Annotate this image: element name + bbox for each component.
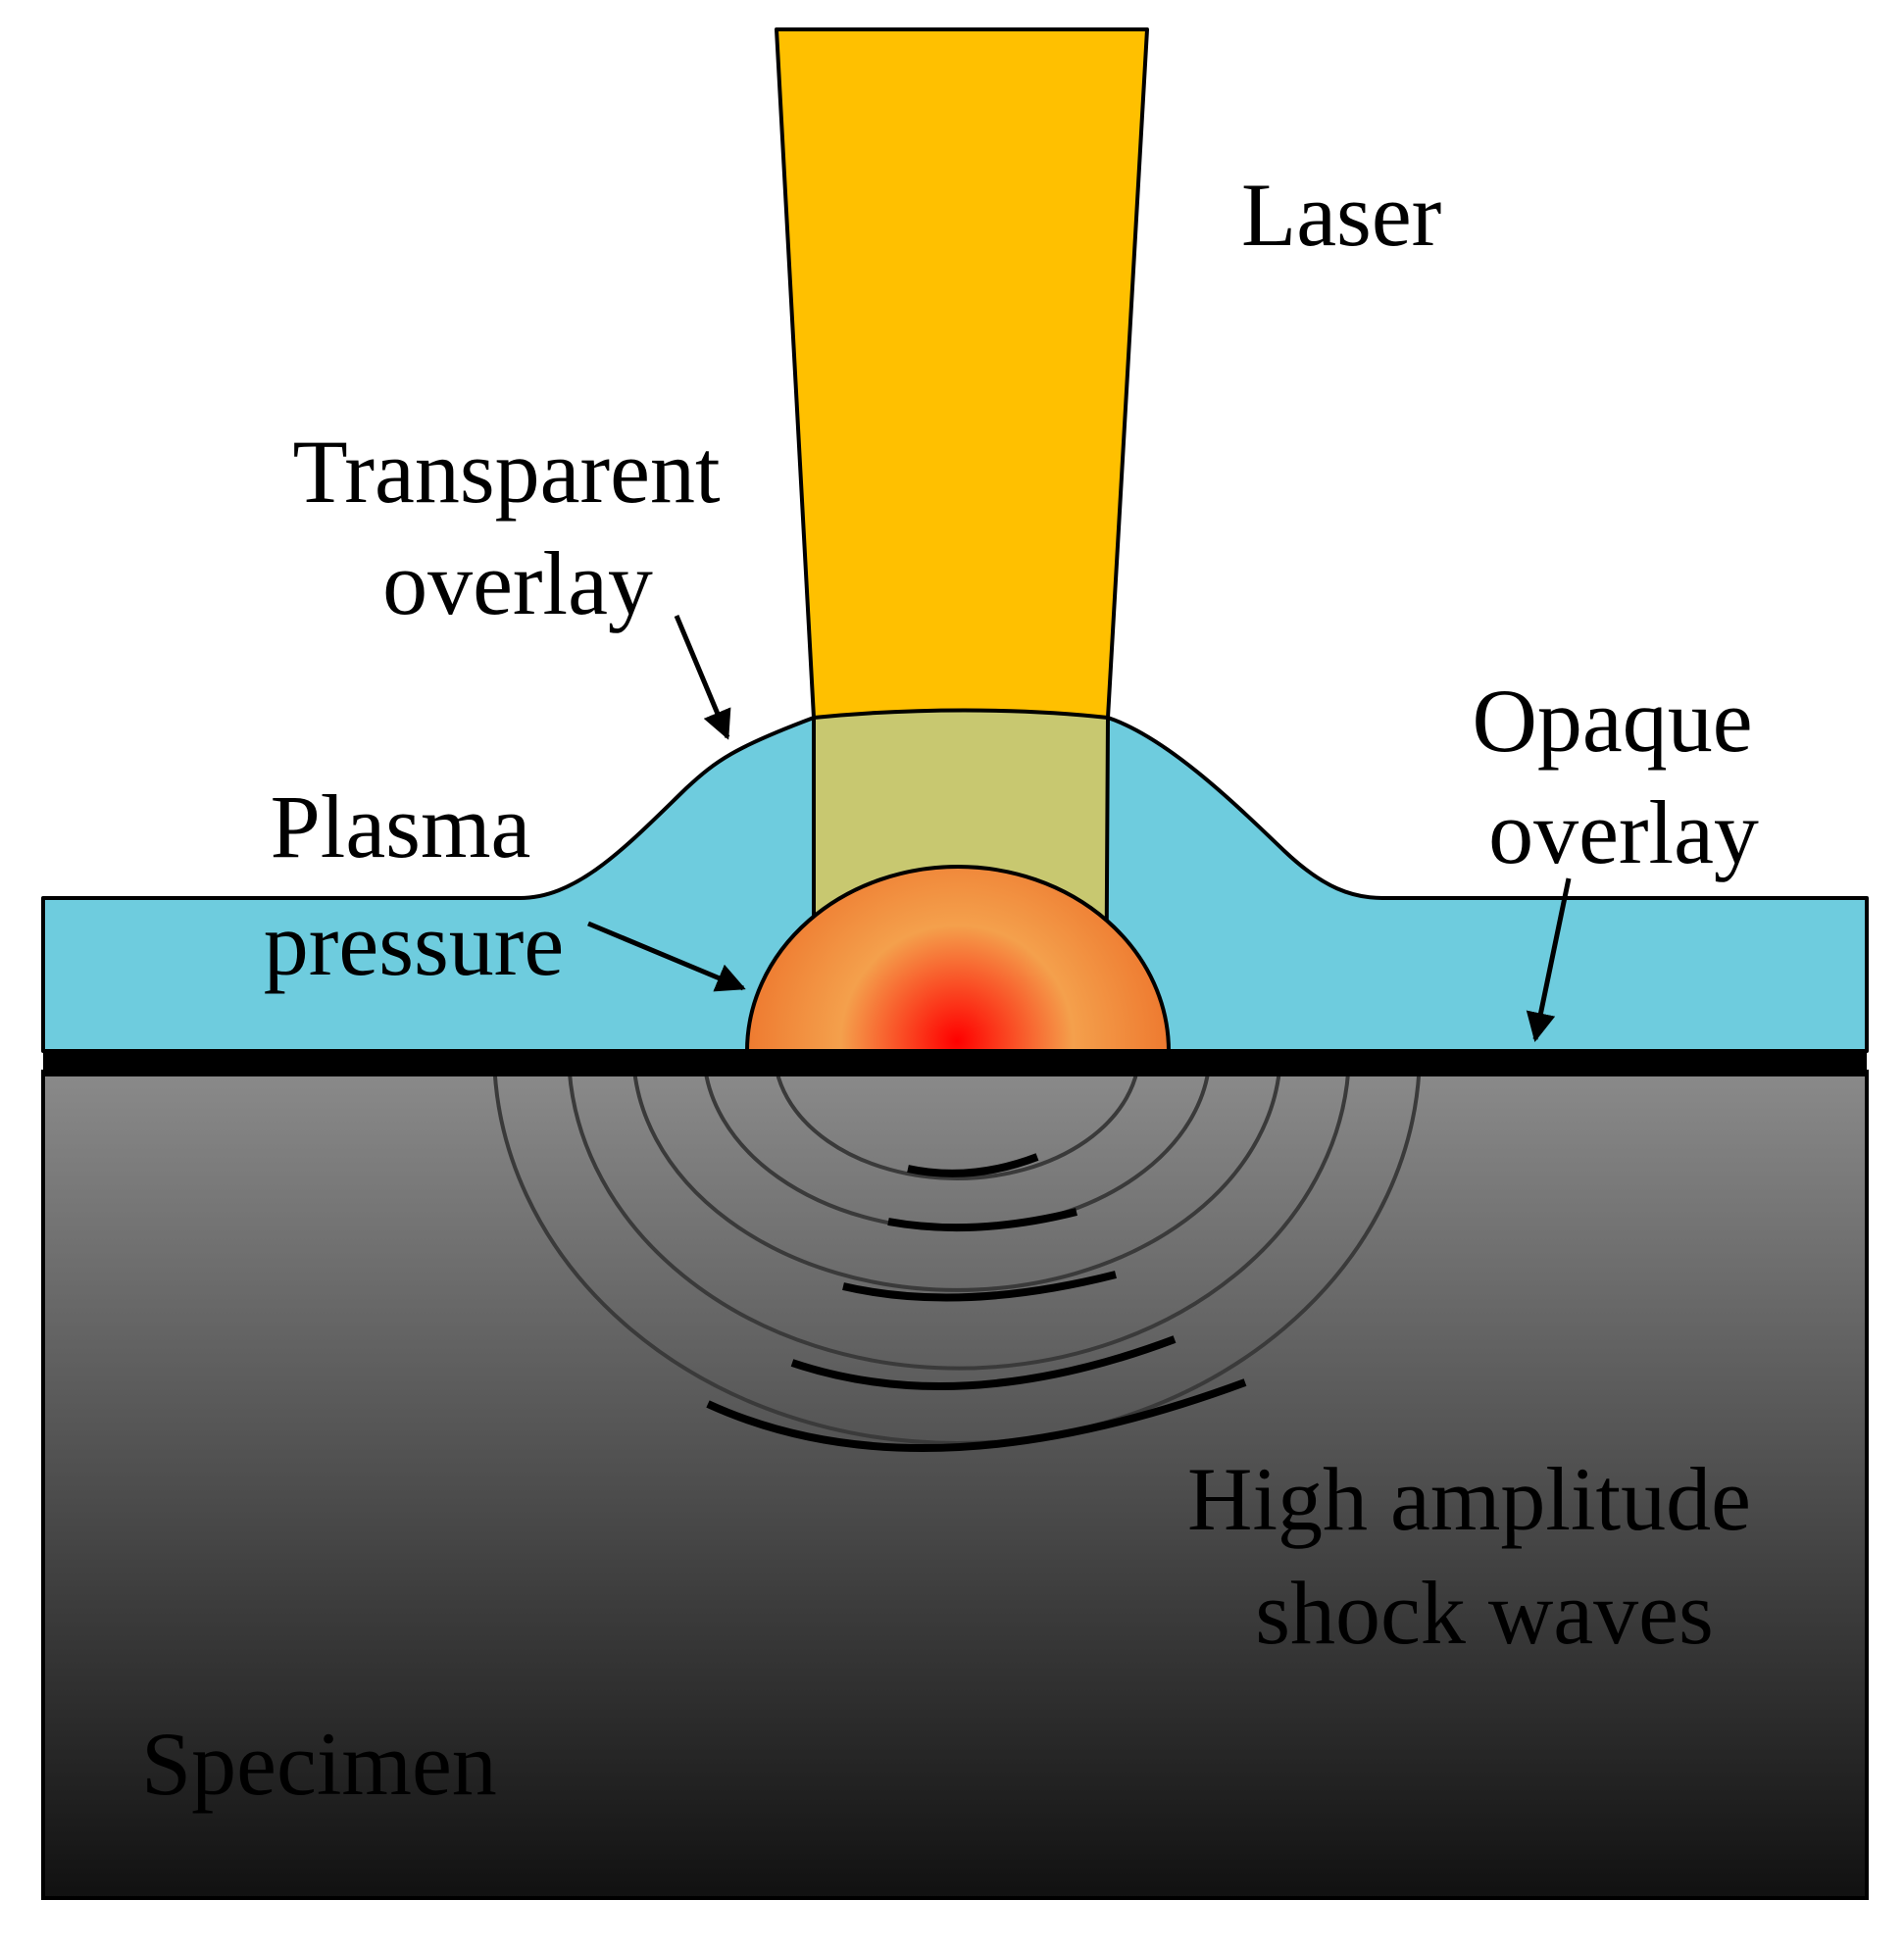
plasma-pressure-arrow <box>587 921 746 992</box>
annotation-arrows <box>587 615 1572 1042</box>
shock-waves <box>492 1072 1422 1453</box>
shock-wave-front <box>907 1153 1039 1177</box>
opaque-overlay-label: Opaque overlay <box>1472 671 1775 882</box>
shock-wave-arc <box>492 1072 1422 1445</box>
shock-waves-label: High amplitude shock waves <box>1187 1449 1774 1663</box>
plasma-pressure-label: Plasma pressure <box>264 776 565 994</box>
specimen-label: Specimen <box>141 1714 497 1814</box>
transparent-overlay-arrow <box>674 615 731 740</box>
transparent-overlay-label-line: overlay <box>382 533 653 633</box>
opaque-overlay-label-line: overlay <box>1488 782 1759 882</box>
shock-wave-arc <box>775 1072 1139 1180</box>
laser-label: Laser <box>1241 165 1441 265</box>
laser-beam <box>775 27 1149 720</box>
shock-wave-front <box>887 1208 1077 1232</box>
transparent-overlay-label: Transparent overlay <box>292 422 742 633</box>
shock-wave-front <box>706 1378 1247 1453</box>
plasma-pressure-label-line: Plasma <box>271 776 531 876</box>
shock-wave-arc <box>632 1072 1281 1292</box>
shock-wave-arc <box>567 1072 1351 1371</box>
shock-waves-label-line: shock waves <box>1255 1563 1714 1663</box>
plasma <box>744 865 1172 1053</box>
plasma-pressure-label-line: pressure <box>264 894 565 994</box>
shock-wave-front <box>790 1335 1177 1390</box>
opaque-overlay <box>43 1049 1867 1076</box>
transparent-overlay-label-line: Transparent <box>292 422 721 522</box>
shock-waves-label-line: High amplitude <box>1187 1449 1751 1549</box>
specimen-block <box>41 1070 1869 1900</box>
opaque-overlay-arrow <box>1526 877 1572 1042</box>
opaque-overlay-label-line: Opaque <box>1472 671 1752 771</box>
shock-wave-front <box>842 1271 1117 1302</box>
